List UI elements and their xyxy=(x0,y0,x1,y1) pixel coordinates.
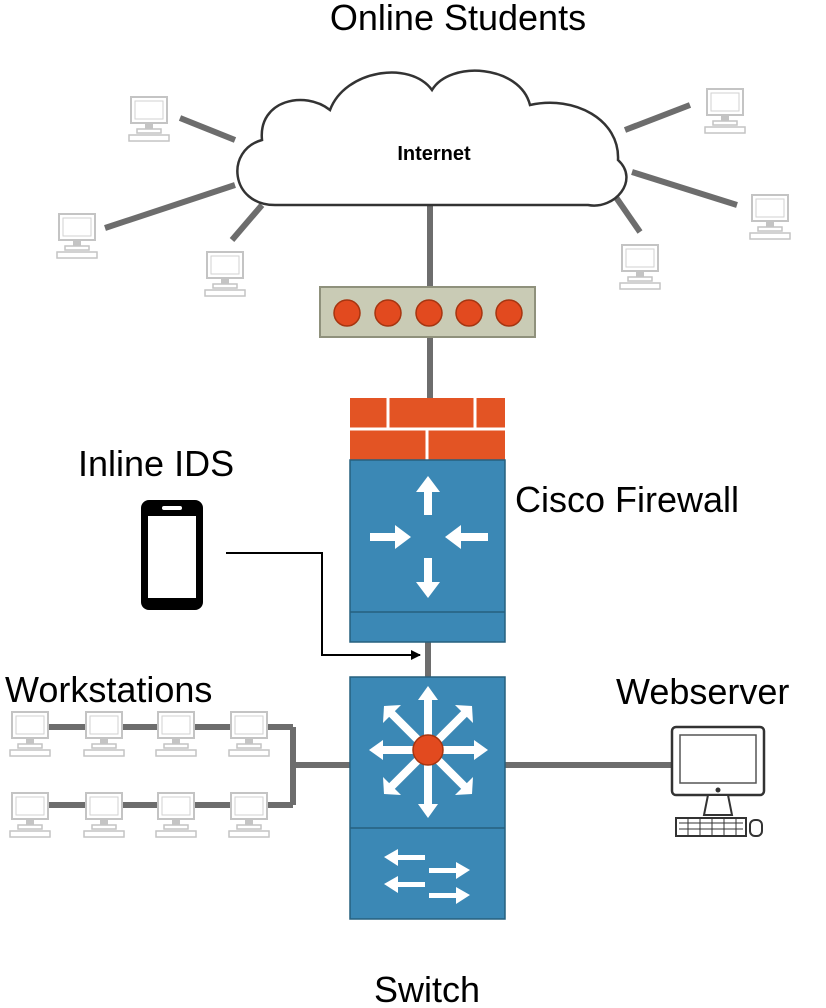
computer-icon xyxy=(228,711,270,757)
computer-icon xyxy=(9,711,51,757)
inline-ids-label: Inline IDS xyxy=(78,443,234,484)
computer-icon xyxy=(9,792,51,838)
computer-icon xyxy=(155,792,197,838)
link-student-topleft xyxy=(178,115,237,143)
router-icon xyxy=(349,459,506,643)
computer-icon xyxy=(83,792,125,838)
firewall-icon xyxy=(350,398,505,460)
link-student-lower-right xyxy=(610,191,643,234)
workstations-label: Workstations xyxy=(5,669,212,710)
cisco-firewall-label: Cisco Firewall xyxy=(515,479,739,520)
workstation-computers xyxy=(9,711,270,838)
computer-icon xyxy=(155,711,197,757)
computer-icon xyxy=(749,194,791,240)
switch-label: Switch xyxy=(374,969,480,1008)
arrow-left-icon xyxy=(445,525,488,549)
computer-icon xyxy=(228,792,270,838)
computer-icon xyxy=(128,96,170,142)
computer-icon xyxy=(619,244,661,290)
webserver-label: Webserver xyxy=(616,671,789,712)
hub-icon xyxy=(319,286,536,338)
online-students-label: Online Students xyxy=(330,0,586,38)
computer-icon xyxy=(83,711,125,757)
internet-label: Internet xyxy=(397,143,471,165)
cloud-icon xyxy=(236,69,628,207)
link-student-lower-left xyxy=(229,203,265,242)
switch-center-icon xyxy=(412,734,444,766)
link-student-topright xyxy=(623,102,692,133)
arrow-right-icon xyxy=(370,525,411,549)
arrow-down-icon xyxy=(416,558,440,598)
link-student-left xyxy=(104,182,236,231)
computer-icon xyxy=(704,88,746,134)
desktop-computer-icon xyxy=(670,725,766,837)
phone-icon xyxy=(141,500,203,610)
computer-icon xyxy=(204,251,246,297)
link-student-right xyxy=(631,169,738,208)
ids-connection-arrow xyxy=(226,552,421,660)
computer-icon xyxy=(56,213,98,259)
switch-icon xyxy=(349,676,506,920)
arrow-up-icon xyxy=(416,476,440,515)
